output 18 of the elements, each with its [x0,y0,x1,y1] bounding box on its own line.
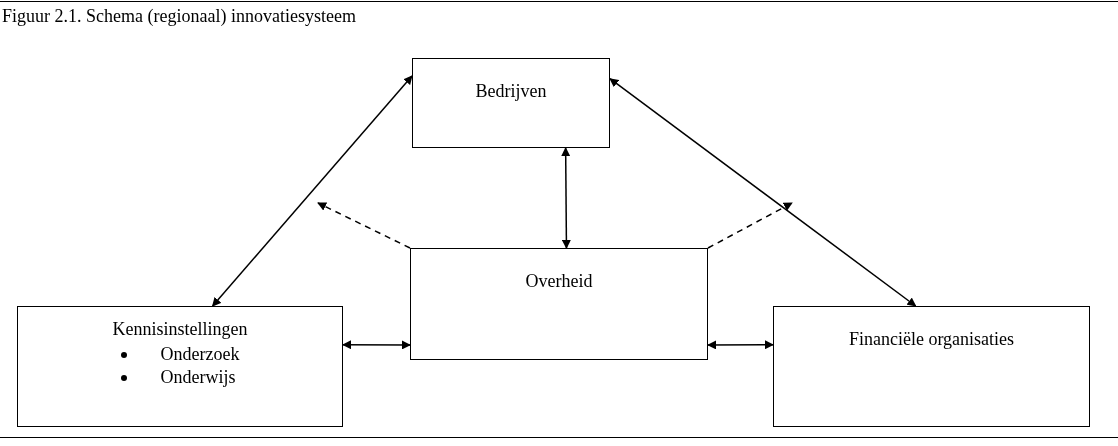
figure-title: Figuur 2.1. Schema (regionaal) innovatiesysteem [2,6,356,27]
box [410,248,708,360]
box-label: Overheid [525,271,593,292]
box [412,58,610,148]
arrow [609,77,917,307]
arrow [707,340,774,350]
dashed-arrow [317,202,411,249]
arrow [561,147,571,249]
arrow [342,340,411,350]
dashed-arrow [707,202,793,249]
box-label: Kennisinstellingen [112,319,248,340]
box-label: Bedrijven [475,81,547,102]
arrow [211,75,413,307]
list-item: Onderwijs [160,367,236,388]
box [17,306,343,427]
box [773,306,1090,427]
box-label: Financiële organisaties [848,329,1015,350]
list-item: Onderzoek [160,344,240,365]
